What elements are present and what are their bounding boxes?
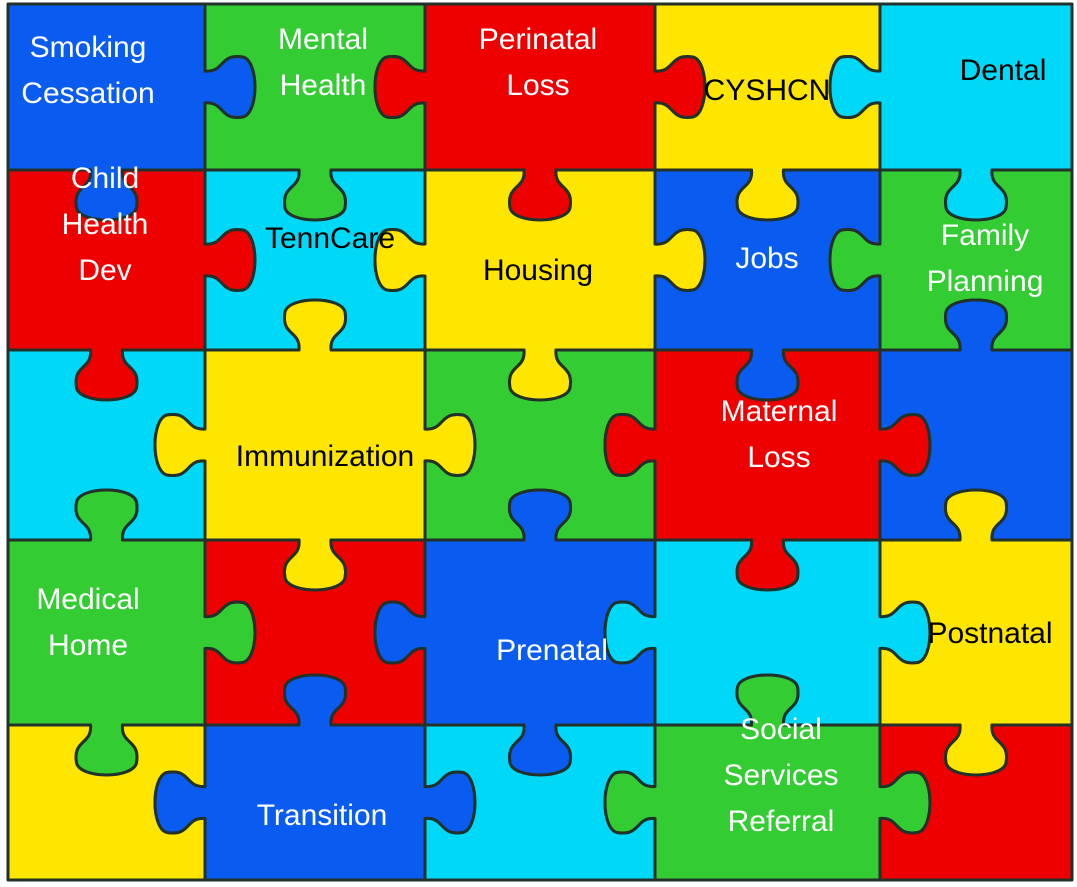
piece-label-cyshcn: CYSHCN — [704, 74, 831, 107]
piece-label-line: Planning — [927, 265, 1044, 298]
piece-label-line: Services — [723, 759, 838, 792]
piece-label-line: Mental — [278, 23, 368, 56]
puzzle-piece-red — [878, 723, 1074, 882]
piece-label-line: Child — [71, 162, 139, 195]
piece-label-line: CYSHCN — [704, 74, 831, 107]
piece-label-dental: Dental — [960, 54, 1047, 87]
puzzle-pieces — [6, 2, 1074, 882]
piece-label-line: Loss — [747, 441, 810, 474]
piece-label-line: Dev — [78, 254, 131, 287]
piece-label-line: Health — [280, 69, 367, 102]
piece-label-immunization: Immunization — [236, 440, 414, 473]
piece-label-line: Health — [62, 208, 149, 241]
piece-label-line: Maternal — [721, 395, 838, 428]
piece-label-tenncare: TennCare — [265, 222, 395, 255]
piece-label-line: Prenatal — [496, 634, 608, 667]
piece-label-line: Loss — [506, 69, 569, 102]
piece-label-line: Social — [740, 713, 822, 746]
piece-label-line: Referral — [728, 805, 835, 838]
piece-label-line: Home — [48, 629, 128, 662]
piece-label-prenatal: Prenatal — [496, 634, 608, 667]
piece-label-transition: Transition — [257, 799, 388, 832]
piece-label-line: Family — [941, 219, 1029, 252]
piece-label-line: Smoking — [30, 31, 147, 64]
piece-label-line: Perinatal — [479, 23, 597, 56]
piece-label-line: TennCare — [265, 222, 395, 255]
piece-label-line: Medical — [36, 583, 139, 616]
piece-label-line: Immunization — [236, 440, 414, 473]
piece-label-line: Housing — [483, 254, 593, 287]
piece-label-postnatal: Postnatal — [927, 617, 1052, 650]
piece-label-line: Dental — [960, 54, 1047, 87]
piece-label-line: Jobs — [735, 242, 798, 275]
piece-label-housing: Housing — [483, 254, 593, 287]
piece-label-line: Transition — [257, 799, 388, 832]
piece-label-line: Cessation — [21, 77, 154, 110]
piece-label-line: Postnatal — [927, 617, 1052, 650]
piece-label-jobs: Jobs — [735, 242, 798, 275]
